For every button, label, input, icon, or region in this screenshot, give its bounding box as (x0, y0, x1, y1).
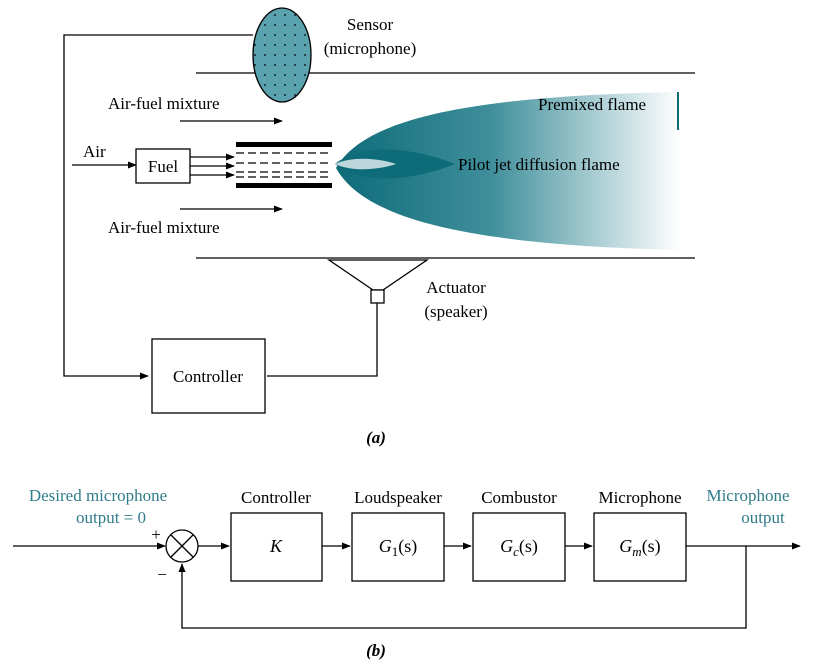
pilot-flame-label: Pilot jet diffusion flame (458, 155, 620, 174)
tf-microphone: Gm(s) (619, 536, 660, 559)
part-a-labels: Sensor (microphone) Premixed flame Air-f… (83, 15, 646, 447)
output-label-line2: output (741, 508, 785, 527)
block-controller (230, 512, 323, 582)
speaker-wire (267, 303, 378, 377)
burner-nozzle (236, 142, 332, 188)
minus-sign: − (157, 565, 167, 584)
sensor-label: Sensor (347, 15, 394, 34)
sensor-microphone (252, 7, 312, 103)
tf-loudspeaker: G1(s) (379, 536, 418, 559)
speaker-magnet (370, 289, 385, 304)
air-label: Air (83, 142, 106, 161)
block-title-microphone: Microphone (598, 488, 681, 507)
premixed-flame (336, 92, 680, 250)
tf-controller: K (269, 536, 283, 556)
block-title-controller: Controller (241, 488, 311, 507)
block-title-loudspeaker: Loudspeaker (354, 488, 442, 507)
actuator-sublabel: (speaker) (424, 302, 487, 321)
caption-a: (a) (366, 428, 386, 447)
tf-combustor: Gc(s) (500, 536, 538, 559)
speaker-cone (326, 259, 430, 291)
controller-label: Controller (173, 367, 243, 386)
sensor-wire (63, 34, 253, 380)
input-label-line2: output = 0 (76, 508, 146, 527)
block-title-combustor: Combustor (481, 488, 557, 507)
plus-sign: + (151, 525, 161, 544)
part-a (63, 7, 695, 414)
summing-junction (165, 529, 199, 563)
input-label-line1: Desired microphone (29, 486, 167, 505)
output-label-line1: Microphone (706, 486, 789, 505)
part-b (13, 512, 801, 629)
air-fuel-bottom-label: Air-fuel mixture (108, 218, 220, 237)
controller-box (151, 338, 266, 414)
block-microphone (593, 512, 687, 582)
block-loudspeaker (351, 512, 445, 582)
pilot-flame-core (335, 158, 396, 170)
actuator-label: Actuator (426, 278, 486, 297)
premixed-flame-label: Premixed flame (538, 95, 646, 114)
feedback-path (178, 546, 747, 629)
air-fuel-top-label: Air-fuel mixture (108, 94, 220, 113)
part-b-labels: Desired microphone output = 0 Microphone… (29, 486, 790, 660)
fuel-label: Fuel (148, 157, 179, 176)
block-combustor (472, 512, 566, 582)
fuel-box (135, 148, 191, 184)
sensor-sublabel: (microphone) (324, 39, 417, 58)
caption-b: (b) (366, 641, 386, 660)
